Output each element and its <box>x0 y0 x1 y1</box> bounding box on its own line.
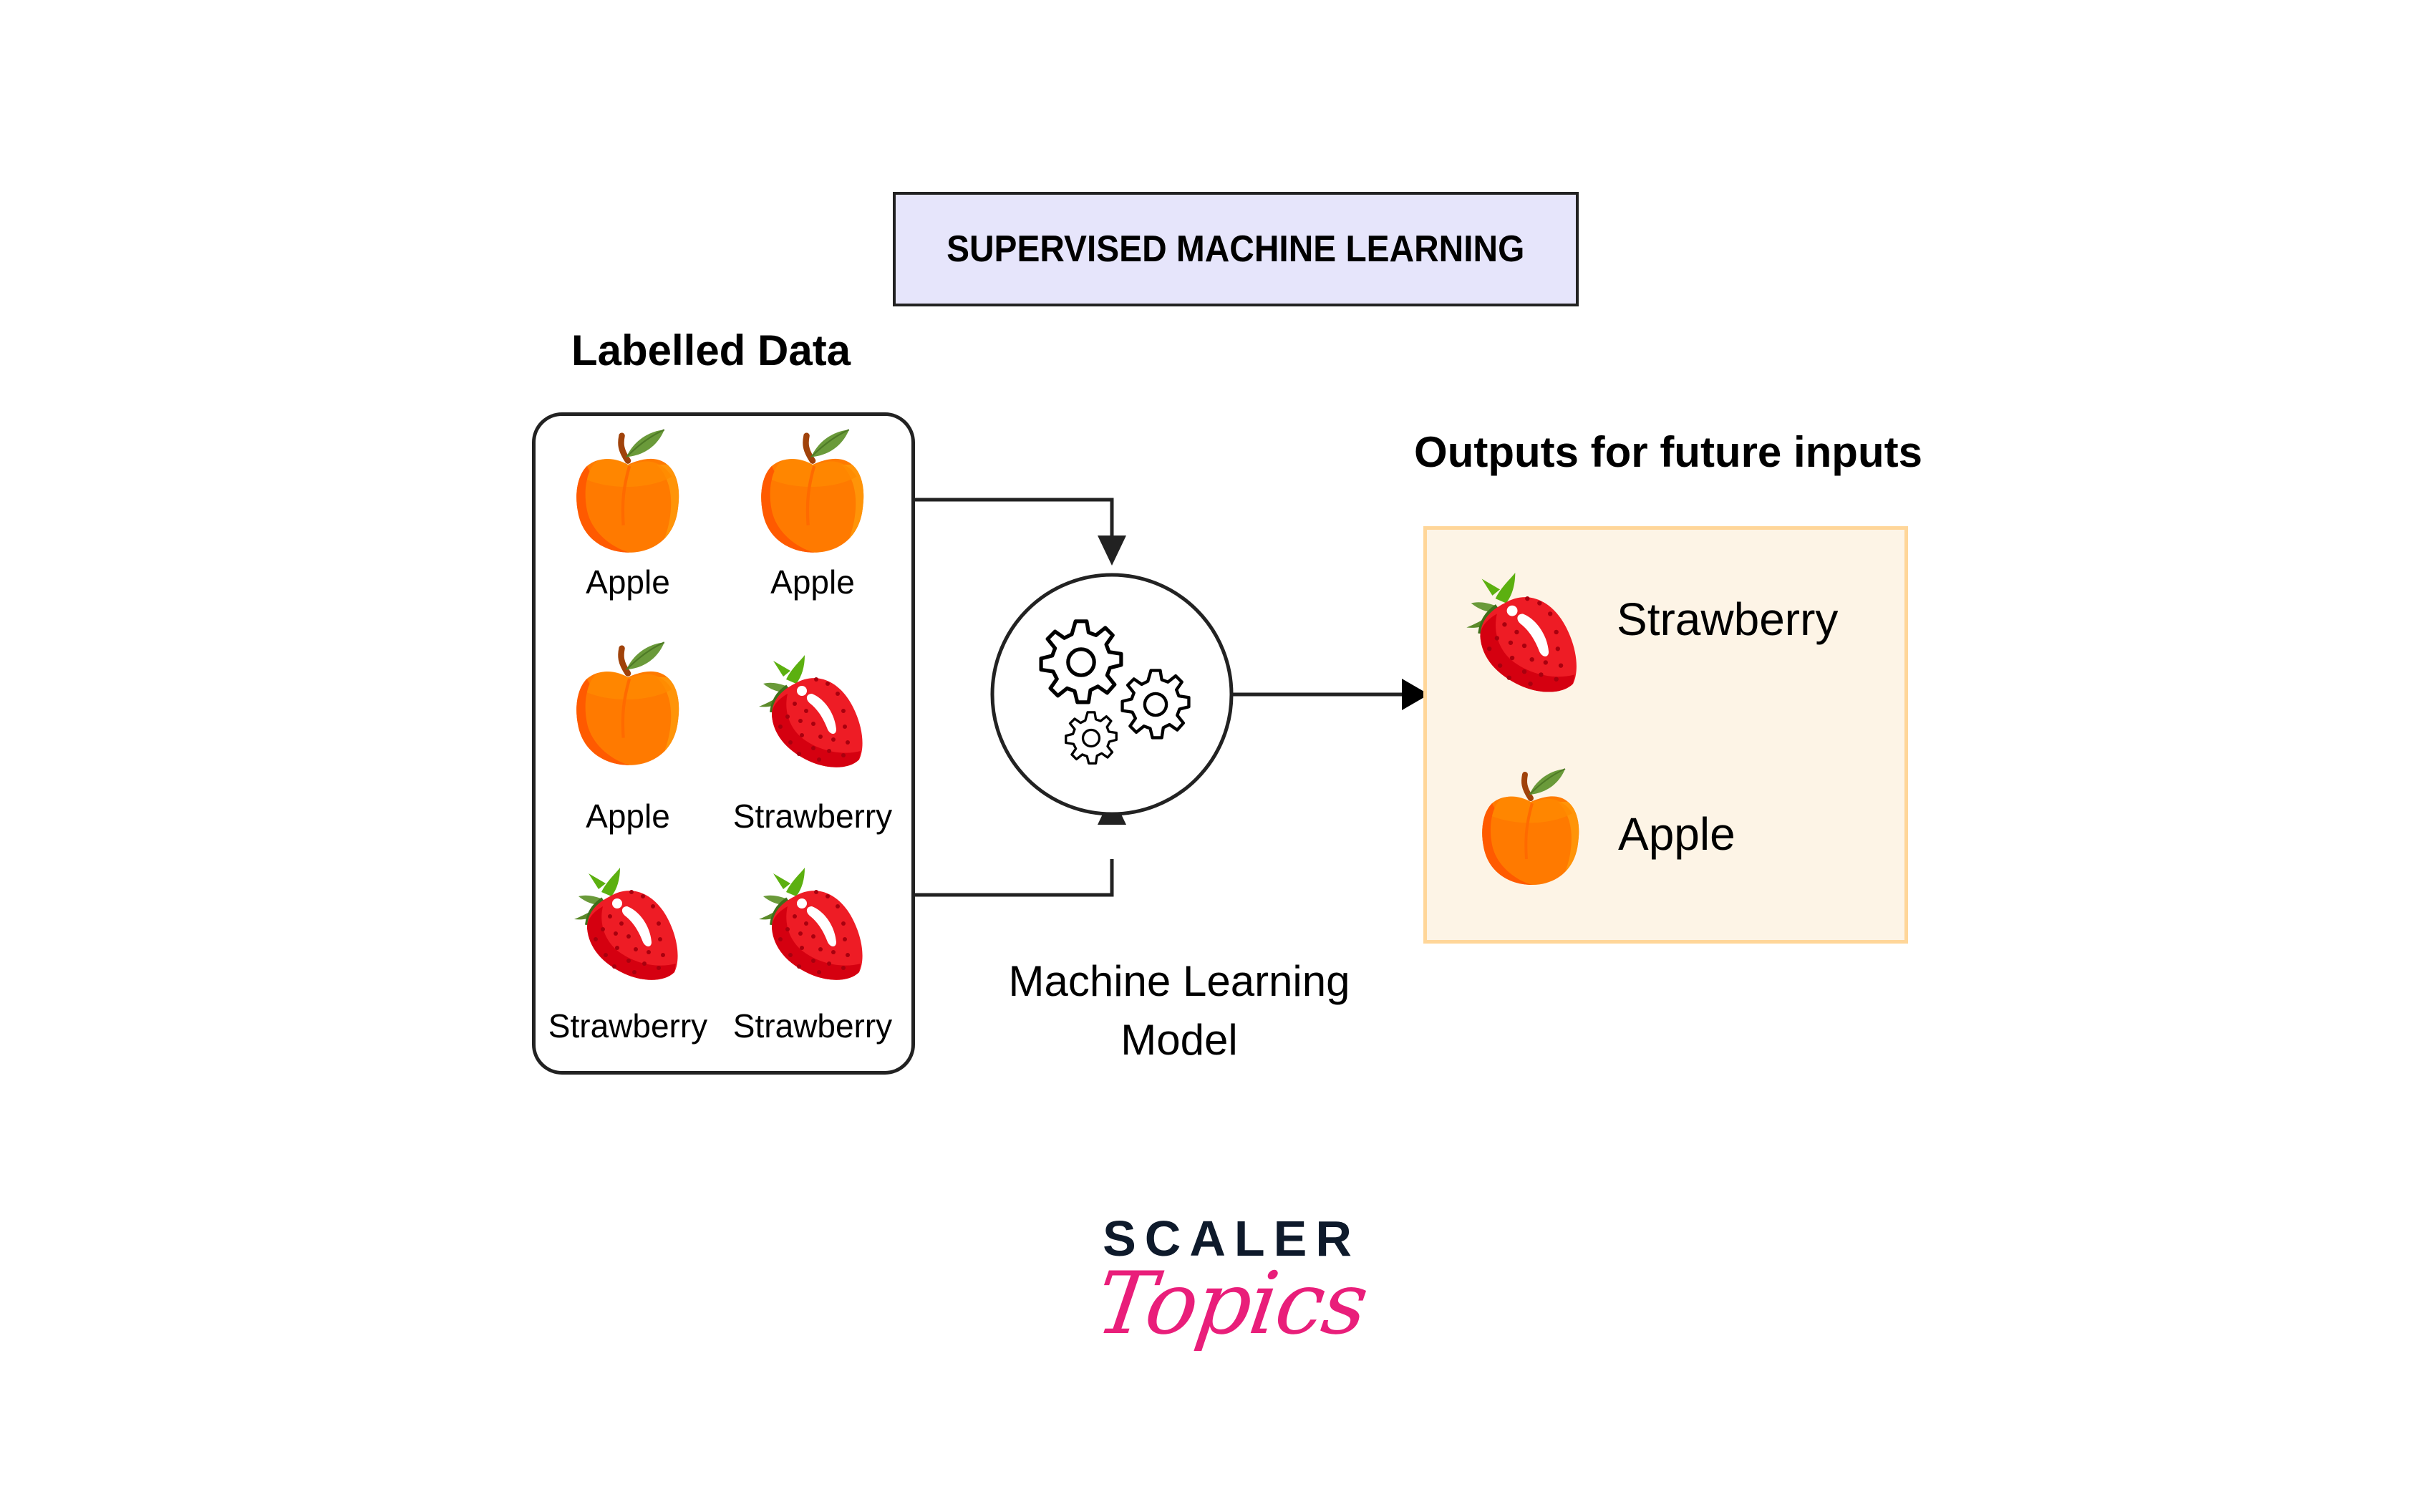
output-item: Apple <box>1481 766 1736 888</box>
labelled-data-heading: Labelled Data <box>571 326 851 374</box>
arrow-data-to-model-top <box>915 498 1114 538</box>
title-box: SUPERVISED MACHINE LEARNING <box>893 192 1579 306</box>
strawberry-icon <box>574 868 682 982</box>
apple-icon <box>759 427 866 556</box>
arrow-data-to-model-bottom <box>915 859 1114 897</box>
data-item-label: Strawberry <box>732 1007 893 1045</box>
logo-topics-text: Topics <box>1090 1254 1373 1354</box>
data-item-label: Apple <box>770 563 855 601</box>
data-item-label: Apple <box>586 798 670 835</box>
strawberry-icon <box>759 655 866 770</box>
data-item: Strawberry <box>727 655 899 833</box>
outputs-box: Strawberry Apple <box>1423 526 1908 944</box>
data-item-label: Apple <box>586 563 670 601</box>
apple-icon <box>1481 766 1581 888</box>
model-label-line1: Machine Learning <box>1008 957 1350 1005</box>
model-label-line2: Model <box>1120 1016 1238 1064</box>
output-item-label: Strawberry <box>1617 593 1839 645</box>
model-circle <box>990 573 1234 816</box>
arrowhead-right <box>1402 679 1429 710</box>
apple-icon <box>574 639 682 768</box>
data-item: Strawberry <box>727 868 899 1042</box>
data-item: Apple <box>542 639 714 833</box>
output-item: Strawberry <box>1466 573 1838 694</box>
scaler-topics-logo: SCALER Topics <box>1090 1210 1373 1354</box>
outputs-heading: Outputs for future inputs <box>1414 428 1922 476</box>
output-item-label: Apple <box>1618 808 1736 860</box>
strawberry-icon <box>1466 573 1581 694</box>
logo-scaler-text: SCALER <box>1103 1211 1360 1266</box>
data-item-label: Strawberry <box>732 798 893 835</box>
data-item: Apple <box>542 427 714 598</box>
model-label: Machine Learning Model <box>1009 952 1350 1070</box>
strawberry-icon <box>759 868 866 982</box>
data-item: Strawberry <box>542 868 714 1042</box>
page-title: SUPERVISED MACHINE LEARNING <box>947 228 1525 270</box>
apple-icon <box>574 427 682 556</box>
data-item-label: Strawberry <box>548 1007 708 1045</box>
arrowhead-top <box>1098 536 1126 566</box>
data-item: Apple <box>727 427 899 598</box>
